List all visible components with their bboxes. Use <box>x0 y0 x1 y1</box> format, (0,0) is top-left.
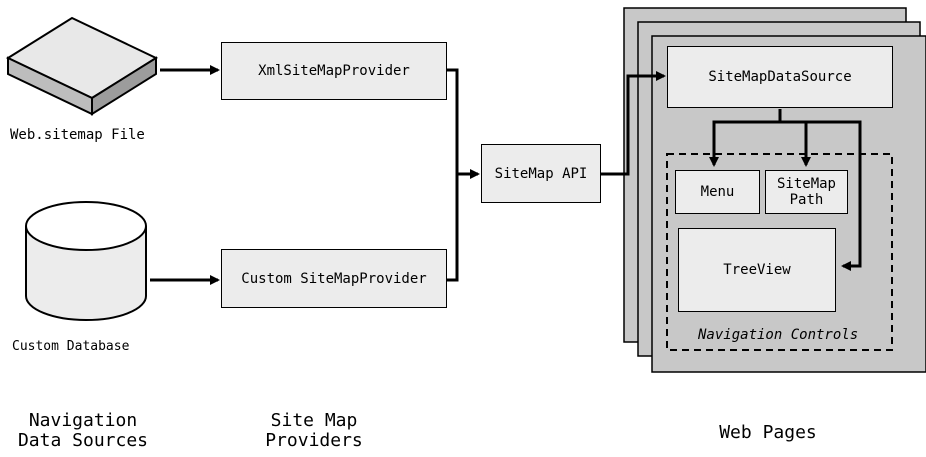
navigation-controls-label: Navigation Controls <box>698 327 859 343</box>
xml-provider-box: XmlSiteMapProvider <box>221 42 447 100</box>
database-icon <box>25 201 147 321</box>
sitemap-file-label: Web.sitemap File <box>10 127 145 143</box>
sitemap-path-box: SiteMap Path <box>765 170 848 214</box>
database-label: Custom Database <box>12 339 130 354</box>
menu-box: Menu <box>675 170 760 214</box>
custom-provider-box: Custom SiteMapProvider <box>221 249 447 308</box>
custom-to-api-connector <box>447 174 459 282</box>
datasource-to-controls-arrows <box>709 109 862 271</box>
sitemap-api-box: SiteMap API <box>481 144 601 203</box>
sitemap-datasource-box: SiteMapDataSource <box>667 46 893 108</box>
treeview-box: TreeView <box>678 228 836 312</box>
caption-web-pages: Web Pages <box>719 422 817 443</box>
api-to-datasource-arrow <box>601 71 666 176</box>
sitemap-file-icon <box>5 16 159 116</box>
caption-navigation-data-sources: Navigation Data Sources <box>17 410 149 451</box>
caption-site-map-providers: Site Map Providers <box>265 410 363 451</box>
navigation-controls-region <box>666 153 893 351</box>
xml-to-api-connector <box>447 68 459 174</box>
